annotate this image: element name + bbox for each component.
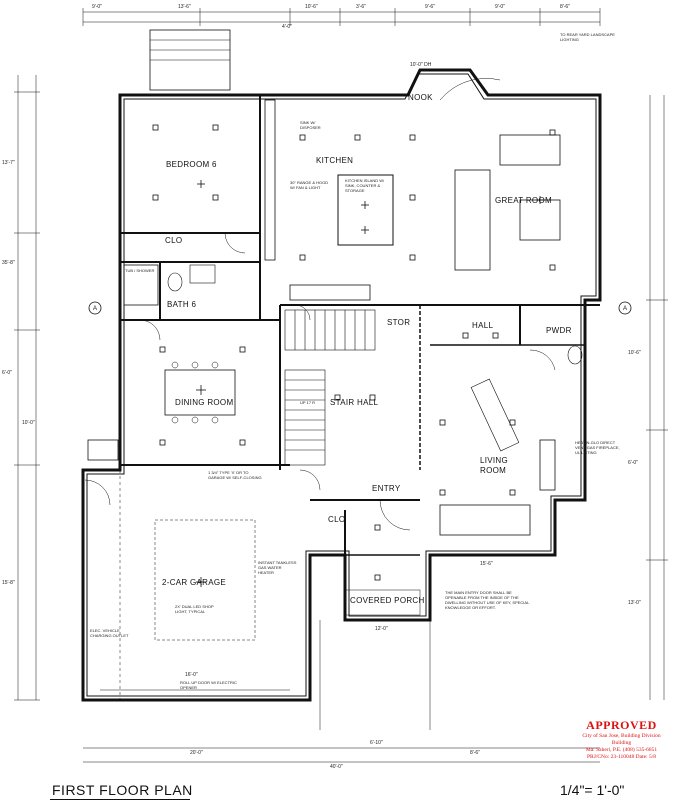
- title-underline: [50, 799, 190, 800]
- note-water-heater: INSTANT TANKLESS GAS WATER HEATER: [258, 560, 297, 575]
- note-range: 30" RANGE & HOOD W/ FAN & LIGHT: [290, 180, 329, 190]
- note-garage-entry-door: 1 3/4" TYPE 'X' DR TO GARAGE W/ SELF-CLO…: [208, 470, 262, 480]
- note-landscape: TO REAR YARD LANDSCAPE LIGHTING: [560, 32, 615, 42]
- room-hall: HALL: [472, 321, 494, 330]
- dim-left-e: 10'-0": [22, 420, 35, 426]
- dim-porch: 12'-0": [375, 626, 388, 632]
- note-garage-lights: 2X' DUAL LED SHOP LIGHT, TYPICAL: [175, 604, 214, 614]
- dim-top-f: 9'-0": [495, 4, 505, 10]
- dim-top-c: 10'-6": [305, 4, 318, 10]
- dim-right-a: 10'-6": [628, 350, 641, 356]
- dim-left-a: 13'-7": [2, 160, 15, 166]
- dim-top-h: 4'-0": [282, 24, 292, 30]
- room-great-room: GREAT ROOM: [495, 196, 552, 205]
- note-island: KITCHEN ISLAND W/ SINK, COUNTER & STORAG…: [345, 178, 385, 193]
- note-ev-outlet: ELEC. VEHICLE CHARGING OUTLET: [90, 628, 129, 638]
- dim-top-e: 9'-6": [425, 4, 435, 10]
- dim-garage-door: 16'-0": [185, 672, 198, 678]
- room-living: LIVING ROOM: [480, 456, 509, 475]
- stamp-dept: Building: [611, 740, 632, 746]
- note-fireplace: HEAT-N-GLO DIRECT VENT GAS FIREPLACE, UL…: [575, 440, 620, 455]
- dim-bottom-b: 6'-10": [370, 740, 383, 746]
- dim-left-d: 15'-8": [2, 580, 15, 586]
- dim-left-b: 35'-8": [2, 260, 15, 266]
- dim-bottom-total: 40'-0": [330, 764, 343, 770]
- dim-top-b: 13'-6": [178, 4, 191, 10]
- room-dining: DINING ROOM: [175, 398, 234, 407]
- dim-bottom-c: 8'-6": [470, 750, 480, 756]
- dim-bottom-a: 20'-0": [190, 750, 203, 756]
- section-marker-a-right: A: [623, 306, 627, 312]
- approval-stamp: APPROVED City of San Jose, Building Divi…: [562, 718, 681, 770]
- note-disposer: SINK W/ DISPOSER: [300, 120, 321, 130]
- room-bath: BATH 6: [167, 300, 197, 309]
- note-entry-door: THE MAIN ENTRY DOOR SHALL BE OPENABLE FR…: [445, 590, 530, 610]
- room-garage: 2-CAR GARAGE: [162, 578, 227, 587]
- stamp-permit: PRJ/CNo: 23-110048 Date: 5/8: [586, 754, 656, 760]
- plan-scale: 1/4"= 1'-0": [560, 782, 625, 798]
- plan-title: FIRST FLOOR PLAN: [52, 782, 193, 798]
- room-powder: PWDR: [546, 326, 572, 335]
- note-garage-door: ROLL UP DOOR W/ ELECTRIC OPENER: [180, 680, 237, 690]
- note-tub: TUB / SHOWER: [125, 268, 155, 273]
- stamp-reviewer: Ma: Saheri, P.E. (408) 535-6851: [585, 747, 658, 753]
- dim-living: 15'-6": [480, 561, 493, 567]
- room-kitchen: KITCHEN: [316, 156, 354, 165]
- room-closet-bedroom: CLO: [165, 236, 183, 245]
- dim-top-d: 3'-6": [356, 4, 366, 10]
- dim-nook-width: 10'-0" DH: [410, 62, 432, 68]
- room-storage: STOR: [387, 318, 411, 327]
- dim-right-c: 13'-0": [628, 600, 641, 606]
- dim-left-c: 6'-0": [2, 370, 12, 376]
- room-entry: ENTRY: [372, 484, 401, 493]
- stamp-city: City of San Jose, Building Division: [582, 733, 661, 739]
- room-stair-hall: STAIR HALL: [330, 398, 379, 407]
- section-marker-a-left: A: [93, 306, 97, 312]
- dim-right-b: 6'-0": [628, 460, 638, 466]
- dim-top-g: 8'-6": [560, 4, 570, 10]
- note-stairs: UP 17 R: [300, 400, 316, 405]
- room-nook: NOOK: [408, 93, 433, 102]
- room-closet-entry: CLO: [328, 515, 346, 524]
- room-covered-porch: COVERED PORCH: [350, 596, 425, 605]
- stamp-approved: APPROVED: [586, 718, 657, 732]
- dim-top-a: 9'-0": [92, 4, 102, 10]
- room-bedroom: BEDROOM 6: [166, 160, 217, 169]
